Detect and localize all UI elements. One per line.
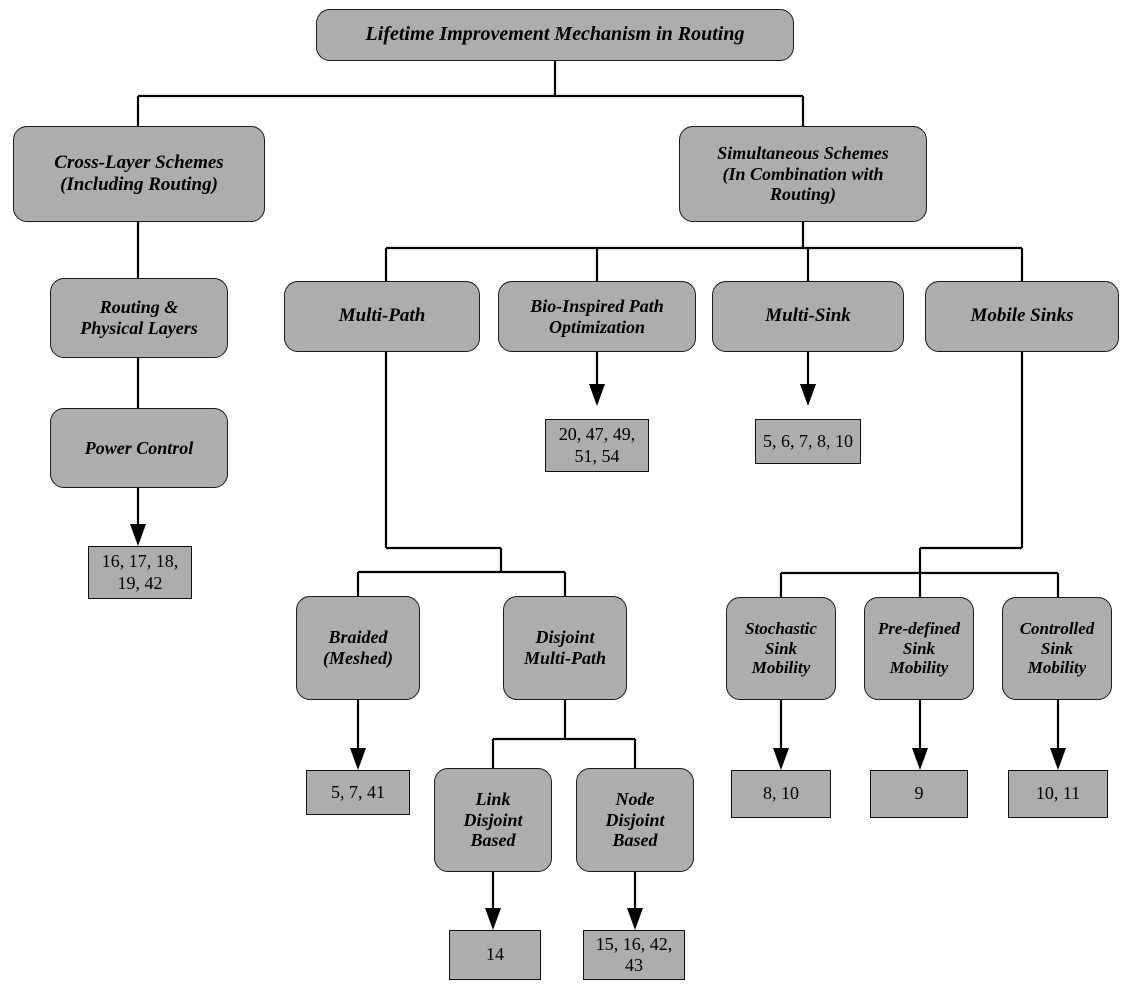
refbox-controlled-sink[interactable]: 10, 11	[1008, 770, 1108, 818]
node-link-disjoint-based[interactable]: Link Disjoint Based	[434, 768, 552, 872]
node-root-label: Lifetime Improvement Mechanism in Routin…	[365, 23, 745, 46]
refbox-link-disjoint-label: 14	[486, 944, 504, 965]
node-root[interactable]: Lifetime Improvement Mechanism in Routin…	[316, 9, 794, 61]
refbox-bio-inspired-label: 20, 47, 49, 51, 54	[558, 424, 636, 466]
node-mobile-sinks[interactable]: Mobile Sinks	[925, 281, 1119, 352]
node-mobile-sinks-label: Mobile Sinks	[970, 305, 1074, 327]
refbox-stochastic-sink[interactable]: 8, 10	[731, 770, 831, 818]
node-link-disjoint-based-label: Link Disjoint Based	[463, 788, 523, 851]
node-disjoint-multi-path-label: Disjoint Multi-Path	[523, 627, 607, 668]
node-power-control-label: Power Control	[84, 437, 194, 458]
node-cross-layer-schemes-label: Cross-Layer Schemes (Including Routing)	[54, 151, 224, 195]
refbox-predefined-sink[interactable]: 9	[870, 770, 968, 818]
node-simultaneous-schemes-label: Simultaneous Schemes (In Combination wit…	[717, 142, 889, 205]
node-braided-meshed[interactable]: Braided (Meshed)	[296, 596, 420, 700]
node-routing-physical-layers[interactable]: Routing & Physical Layers	[50, 278, 228, 358]
refbox-braided-label: 5, 7, 41	[331, 781, 385, 802]
node-bio-inspired-path-optimization-label: Bio-Inspired Path Optimization	[530, 295, 664, 337]
refbox-link-disjoint[interactable]: 14	[449, 930, 541, 980]
node-controlled-sink-mobility[interactable]: Controlled Sink Mobility	[1002, 597, 1112, 700]
node-predefined-sink-mobility-label: Pre-defined Sink Mobility	[877, 618, 961, 678]
node-bio-inspired-path-optimization[interactable]: Bio-Inspired Path Optimization	[498, 281, 696, 352]
node-disjoint-multi-path[interactable]: Disjoint Multi-Path	[503, 596, 627, 700]
node-node-disjoint-based[interactable]: Node Disjoint Based	[576, 768, 694, 872]
refbox-node-disjoint[interactable]: 15, 16, 42, 43	[583, 930, 685, 980]
node-braided-meshed-label: Braided (Meshed)	[323, 627, 393, 668]
node-multi-sink[interactable]: Multi-Sink	[712, 281, 904, 352]
refbox-bio-inspired[interactable]: 20, 47, 49, 51, 54	[545, 419, 649, 472]
refbox-stochastic-sink-label: 8, 10	[763, 783, 799, 804]
refbox-power-control-label: 16, 17, 18, 19, 42	[101, 551, 179, 593]
refbox-node-disjoint-label: 15, 16, 42, 43	[595, 933, 673, 975]
node-multi-path[interactable]: Multi-Path	[284, 281, 480, 352]
node-predefined-sink-mobility[interactable]: Pre-defined Sink Mobility	[864, 597, 974, 700]
node-simultaneous-schemes[interactable]: Simultaneous Schemes (In Combination wit…	[679, 126, 927, 222]
node-stochastic-sink-mobility[interactable]: Stochastic Sink Mobility	[726, 597, 836, 700]
node-cross-layer-schemes[interactable]: Cross-Layer Schemes (Including Routing)	[13, 126, 265, 222]
node-controlled-sink-mobility-label: Controlled Sink Mobility	[1019, 618, 1095, 678]
node-stochastic-sink-mobility-label: Stochastic Sink Mobility	[745, 618, 817, 678]
node-routing-physical-layers-label: Routing & Physical Layers	[80, 297, 198, 338]
node-multi-sink-label: Multi-Sink	[765, 305, 851, 327]
refbox-braided[interactable]: 5, 7, 41	[306, 770, 410, 815]
node-node-disjoint-based-label: Node Disjoint Based	[605, 788, 665, 851]
node-power-control[interactable]: Power Control	[50, 408, 228, 488]
arrowheads	[130, 384, 1066, 930]
refbox-multi-sink-label: 5, 6, 7, 8, 10	[763, 430, 853, 451]
refbox-predefined-sink-label: 9	[914, 783, 924, 804]
refbox-controlled-sink-label: 10, 11	[1035, 783, 1081, 804]
refbox-multi-sink[interactable]: 5, 6, 7, 8, 10	[755, 419, 861, 464]
refbox-power-control[interactable]: 16, 17, 18, 19, 42	[88, 546, 192, 599]
node-multi-path-label: Multi-Path	[338, 305, 426, 327]
